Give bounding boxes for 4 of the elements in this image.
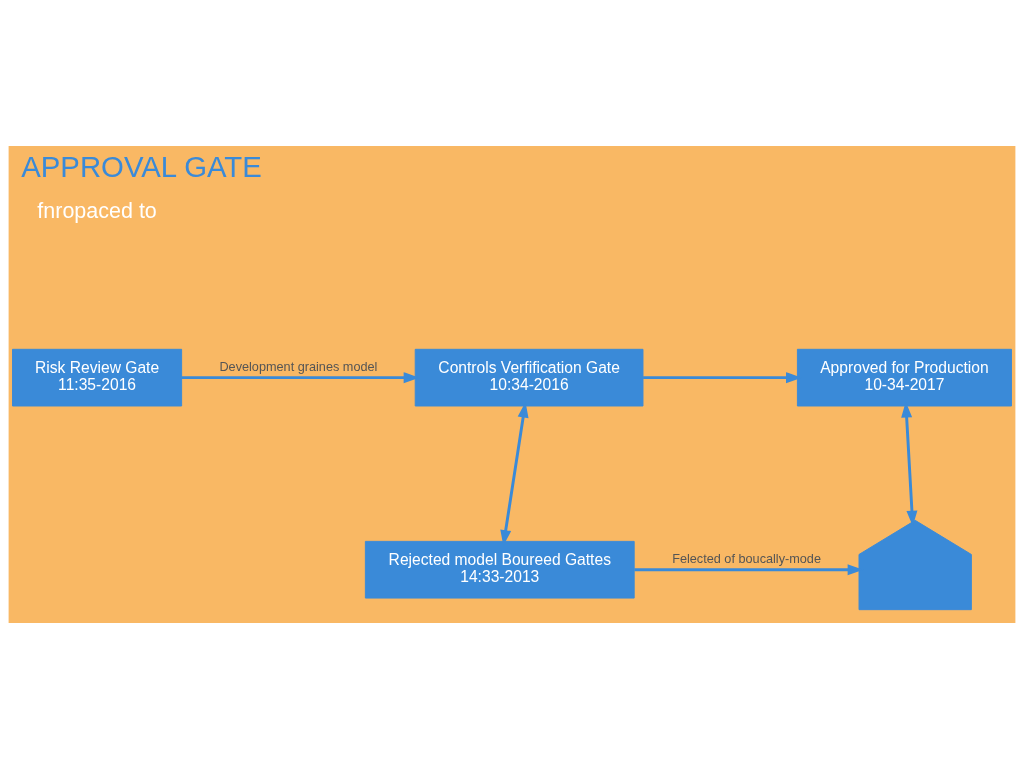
diagram-title: APPROVAL GATE <box>21 149 262 183</box>
edge-label: Felected of boucally-mode <box>672 551 821 566</box>
edge-label: Development graines model <box>219 359 378 374</box>
label: fnropaced to <box>37 198 157 223</box>
